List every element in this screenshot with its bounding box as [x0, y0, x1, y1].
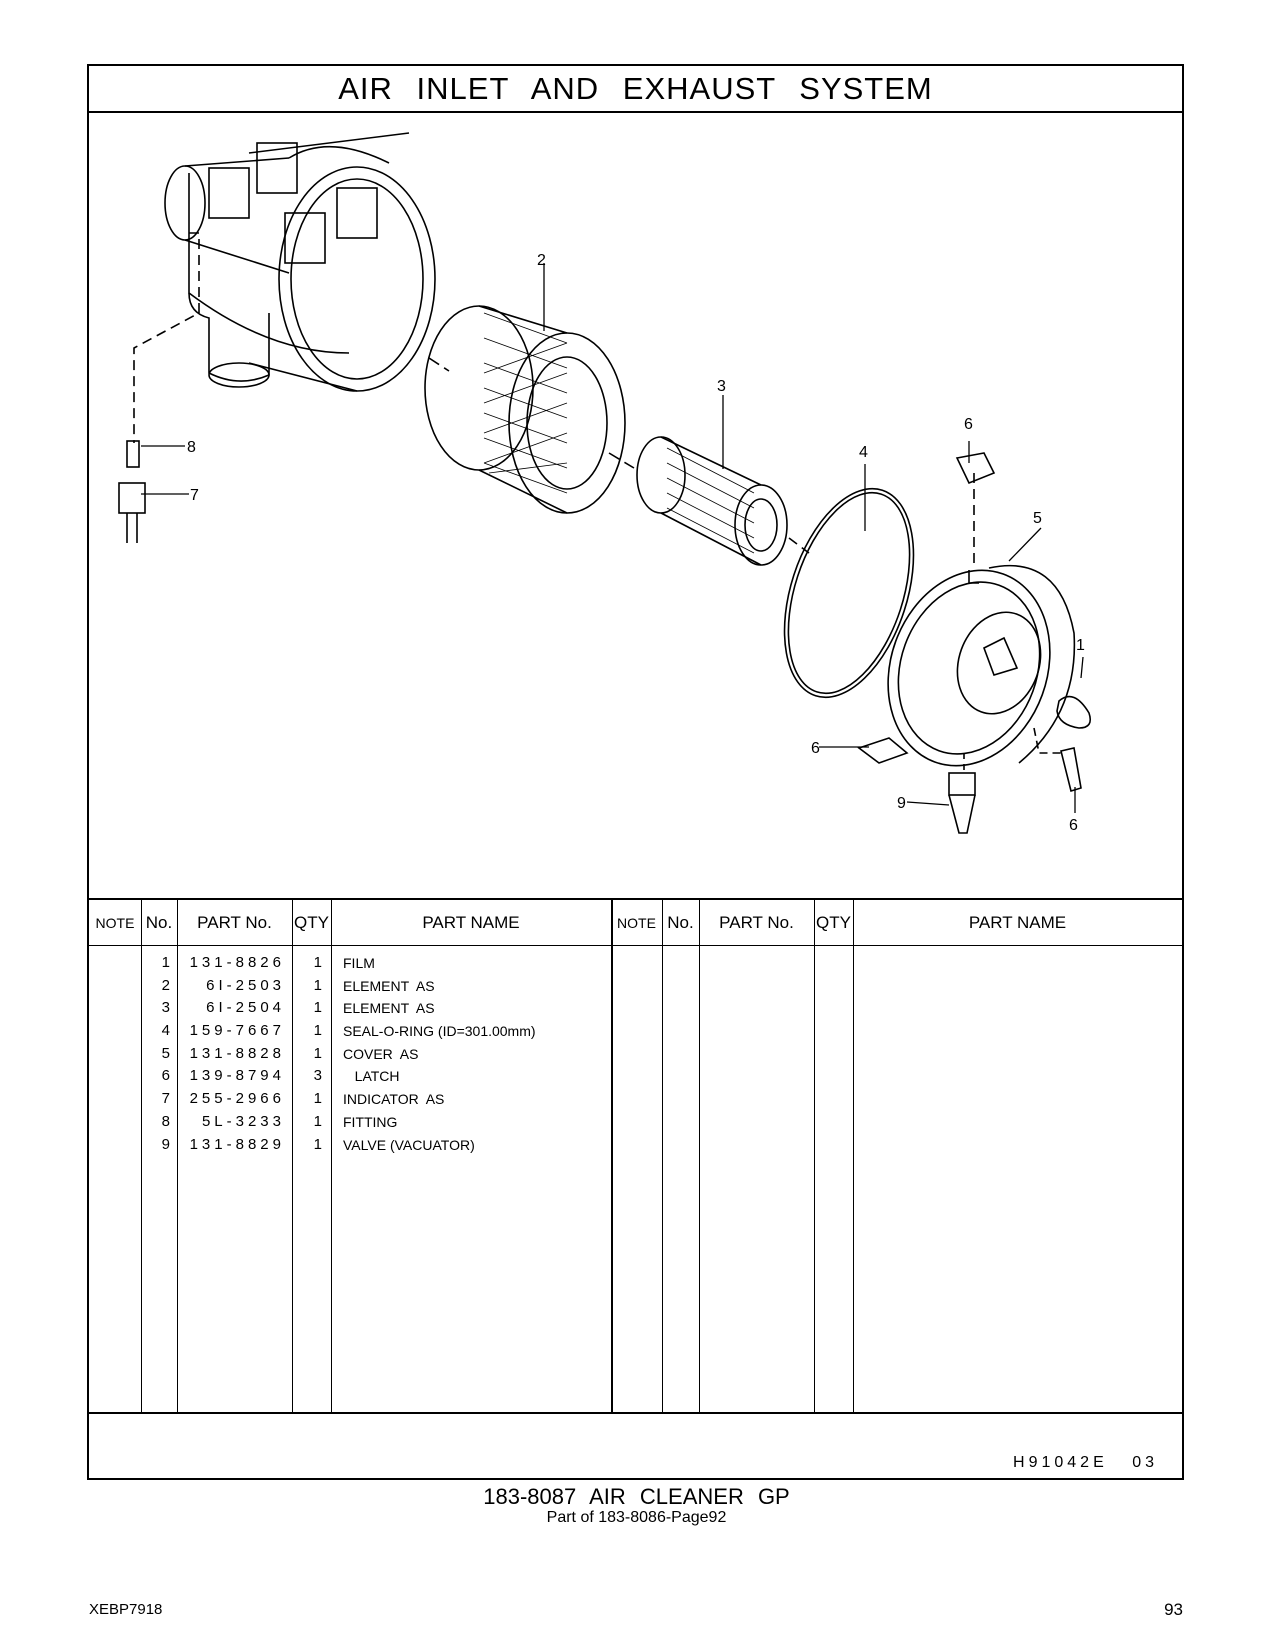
seal-o-ring-drawing: [783, 487, 915, 699]
cover-drawing: [887, 564, 1076, 767]
inner-element-drawing: [636, 436, 810, 566]
row-qty: 1: [313, 1022, 322, 1040]
film-drawing: [1056, 695, 1092, 729]
header-qty-2: QTY: [816, 913, 851, 932]
row-item-no: 1: [161, 954, 170, 971]
row-part-name: INDICATOR AS: [343, 1091, 445, 1108]
table-row: 5 131-8828 1 COVER AS: [89, 1043, 1182, 1066]
page-title: AIR INLET AND EXHAUST SYSTEM: [89, 66, 1182, 113]
row-qty: 1: [313, 1090, 322, 1108]
row-qty: 1: [313, 1135, 322, 1153]
row-part-no: 131-8826: [189, 954, 285, 971]
row-part-name: FITTING: [343, 1113, 398, 1130]
table-row: 9 131-8829 1 VALVE (VACUATOR): [89, 1134, 1182, 1157]
callout-3: 3: [717, 378, 726, 395]
column-divider: [662, 900, 663, 1412]
row-item-no: 4: [161, 1022, 170, 1040]
callout-6-top: 6: [964, 416, 973, 433]
fitting-drawing: [126, 440, 140, 468]
row-part-name: FILM: [343, 955, 375, 971]
column-divider: [331, 900, 332, 1412]
illustration-code: H91042E 03: [1013, 1454, 1158, 1471]
outer-element-drawing: [424, 305, 635, 514]
row-qty: 1: [313, 976, 322, 994]
row-part-no: 6I-2504: [206, 999, 285, 1017]
table-row: 3 6I-2504 1 ELEMENT AS: [89, 997, 1182, 1020]
table-row: 1 131-8826 1 FILM: [89, 952, 1182, 975]
row-item-no: 9: [161, 1135, 170, 1153]
row-part-name: LATCH: [343, 1068, 400, 1085]
row-qty: 1: [313, 1044, 322, 1062]
row-part-name: ELEMENT AS: [343, 977, 435, 994]
column-divider: [177, 900, 178, 1412]
row-qty: 1: [313, 954, 322, 971]
row-part-name: COVER AS: [343, 1045, 419, 1062]
callout-2: 2: [537, 252, 546, 269]
callout-4: 4: [859, 444, 868, 461]
row-item-no: 3: [161, 999, 170, 1017]
column-divider: [699, 900, 700, 1412]
header-no-2: No.: [667, 913, 694, 932]
caption-subtitle: Part of 183-8086-Page92: [546, 1509, 727, 1526]
row-part-no: 5L-3233: [201, 1112, 285, 1130]
row-item-no: 8: [161, 1112, 170, 1130]
table-row: 4 159-7667 1 SEAL-O-RING (ID=301.00mm): [89, 1020, 1182, 1043]
header-qty: QTY: [294, 913, 329, 932]
row-part-name: SEAL-O-RING (ID=301.00mm): [343, 1023, 536, 1040]
row-qty: 1: [313, 1112, 322, 1130]
caption-title: 183-8087 AIR CLEANER GP: [483, 1484, 790, 1509]
header-note: NOTE: [95, 915, 135, 931]
row-part-no: 131-8828: [189, 1044, 285, 1062]
callout-8: 8: [187, 439, 196, 456]
table-header-row: NOTE No. PART No. QTY PART NAME NOTE No.…: [89, 900, 1182, 946]
row-qty: 3: [313, 1067, 322, 1085]
table-row: 8 5L-3233 1 FITTING: [89, 1111, 1182, 1134]
parts-rows: 1 131-8826 1 FILM 2 6I-2503 1 ELEMENT AS…: [89, 952, 1182, 1156]
row-item-no: 2: [161, 976, 170, 994]
callout-5: 5: [1033, 510, 1042, 527]
callout-7: 7: [190, 487, 199, 504]
header-note-2: NOTE: [617, 915, 656, 931]
callout-1: 1: [1076, 637, 1085, 654]
indicator-drawing: [118, 482, 146, 514]
row-part-no: 139-8794: [189, 1067, 285, 1085]
row-part-no: 131-8829: [189, 1135, 285, 1153]
header-part-name: PART NAME: [422, 913, 520, 932]
exploded-view-diagram: 2 3 4 6 5 1 6 9 6 7 8: [89, 113, 1182, 898]
vacuator-valve-drawing: [948, 794, 976, 834]
row-part-name: ELEMENT AS: [343, 1000, 435, 1017]
table-row: 2 6I-2503 1 ELEMENT AS: [89, 975, 1182, 998]
table-row: 6 139-8794 3 LATCH: [89, 1065, 1182, 1088]
header-part-no: PART No.: [197, 913, 272, 932]
latch-left-drawing: [857, 737, 909, 764]
column-divider: [292, 900, 293, 1412]
column-divider: [611, 900, 613, 1412]
row-part-name: VALVE (VACUATOR): [343, 1136, 475, 1153]
row-item-no: 7: [161, 1090, 170, 1108]
latch-right-drawing: [1060, 747, 1082, 793]
row-part-no: 6I-2503: [206, 976, 285, 994]
row-part-no: 159-7667: [189, 1022, 285, 1040]
callout-6-right: 6: [1069, 817, 1078, 834]
column-divider: [814, 900, 815, 1412]
housing-drawing: [133, 132, 436, 443]
callout-6-left: 6: [811, 740, 820, 757]
row-part-no: 255-2966: [189, 1090, 285, 1108]
table-row: 7 255-2966 1 INDICATOR AS: [89, 1088, 1182, 1111]
header-part-no-2: PART No.: [719, 913, 794, 932]
column-divider: [853, 900, 854, 1412]
parts-table: NOTE No. PART No. QTY PART NAME NOTE No.…: [89, 898, 1182, 1414]
page-number: 93: [1164, 1600, 1183, 1619]
latch-top-drawing: [955, 452, 996, 485]
column-divider: [141, 900, 142, 1412]
callout-9: 9: [897, 795, 906, 812]
header-no: No.: [145, 913, 173, 932]
header-part-name-2: PART NAME: [968, 913, 1067, 932]
row-item-no: 6: [161, 1067, 170, 1085]
row-item-no: 5: [161, 1044, 170, 1062]
parts-page-frame: AIR INLET AND EXHAUST SYSTEM: [87, 64, 1184, 1480]
document-code: XEBP7918: [89, 1601, 163, 1618]
row-qty: 1: [313, 999, 322, 1017]
